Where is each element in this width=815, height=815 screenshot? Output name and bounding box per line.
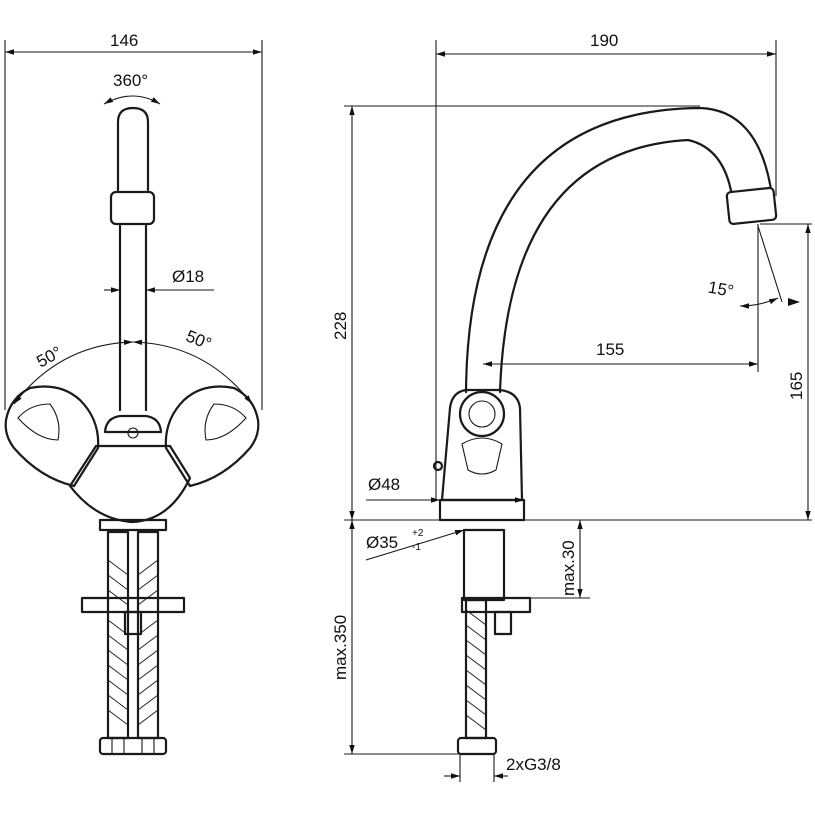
angle-arc-right (132, 339, 253, 405)
front-hose-nuts (98, 736, 168, 756)
dim-spout-diameter: Ø18 (172, 267, 204, 286)
front-mount-plate (80, 596, 186, 614)
dim-spout-tilt: 15° (707, 278, 736, 301)
side-spout-aerator (725, 186, 778, 226)
side-handle-knob (458, 390, 506, 438)
front-right-handle (164, 385, 260, 488)
front-center-nut (103, 414, 163, 434)
dim-rotation: 360° (113, 71, 148, 90)
dim-side-width: 190 (590, 31, 618, 50)
front-view: 146 360° Ø18 50° 50° (4, 31, 263, 756)
dim-height: 228 (331, 312, 350, 340)
dim-hole-tol-plus: +2 (412, 528, 424, 539)
dim-angle-left: 50° (33, 343, 65, 372)
dim-connection: 2xG3/8 (506, 755, 561, 774)
dim-spout-reach: 155 (596, 340, 624, 359)
side-hose-nut (456, 736, 498, 756)
front-left-handle (4, 385, 100, 488)
dim-spout-height: 165 (787, 372, 806, 400)
dim-hole-tol-minus: -1 (412, 542, 421, 553)
side-body (440, 388, 524, 502)
front-spout-collar (109, 190, 156, 226)
front-body (68, 444, 192, 524)
front-base (98, 518, 168, 532)
side-shank (462, 528, 506, 602)
rotation-arrow (103, 95, 161, 105)
side-view: 190 228 165 155 15° Ø48 Ø35 +2 -1 max.30 (331, 31, 812, 782)
angle-arc-left (13, 339, 134, 405)
side-spout (464, 106, 774, 394)
front-spout (116, 106, 150, 192)
dim-max-hose: max.350 (331, 615, 350, 680)
side-base (438, 498, 526, 522)
front-spout-stem (118, 224, 148, 412)
dim-front-width: 146 (110, 31, 138, 50)
angle-arc-15 (739, 297, 779, 309)
dim-angle-right: 50° (183, 326, 214, 353)
dim-hole-diameter: Ø35 (366, 533, 398, 552)
dim-max-counter: max.30 (559, 540, 578, 596)
dim-base-diameter: Ø48 (368, 475, 400, 494)
